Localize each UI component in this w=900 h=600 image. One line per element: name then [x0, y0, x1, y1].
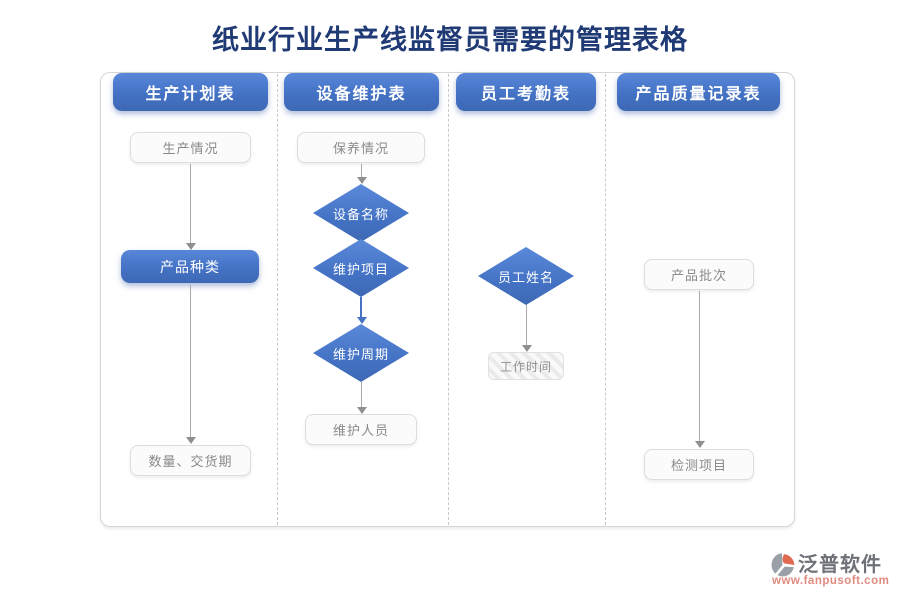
logo-name: 泛普软件: [798, 552, 882, 576]
arrow-down-blue-icon: [357, 297, 367, 324]
arrow-down-icon: [356, 164, 367, 184]
column-divider-3: [605, 74, 606, 525]
fanpu-logo: 泛普软件 www.fanpusoft.com: [768, 548, 896, 592]
fanpu-logo-icon: [771, 553, 795, 577]
node-quantity-delivery: 数量、交货期: [130, 445, 251, 476]
arrow-down-icon: [185, 164, 196, 250]
node-inspection-item: 检测项目: [644, 449, 754, 480]
node-product-type: 产品种类: [121, 250, 259, 283]
arrow-down-icon: [694, 291, 705, 448]
column-divider-1: [277, 74, 278, 525]
header-equipment-maintenance: 设备维护表: [284, 73, 439, 111]
node-working-time: 工作时间: [488, 352, 564, 380]
header-quality-record: 产品质量记录表: [617, 73, 780, 111]
node-product-batch: 产品批次: [644, 259, 754, 290]
arrow-down-icon: [185, 285, 196, 444]
node-maintenance-status: 保养情况: [297, 132, 425, 163]
header-production-plan: 生产计划表: [113, 73, 268, 111]
node-maintenance-staff: 维护人员: [305, 414, 417, 445]
logo-url: www.fanpusoft.com: [772, 575, 890, 587]
column-divider-2: [448, 74, 449, 525]
arrow-down-icon: [356, 382, 367, 414]
header-employee-attendance: 员工考勤表: [456, 73, 596, 111]
node-production-status: 生产情况: [130, 132, 251, 163]
page-title: 纸业行业生产线监督员需要的管理表格: [212, 25, 688, 56]
arrow-down-icon: [521, 305, 532, 352]
